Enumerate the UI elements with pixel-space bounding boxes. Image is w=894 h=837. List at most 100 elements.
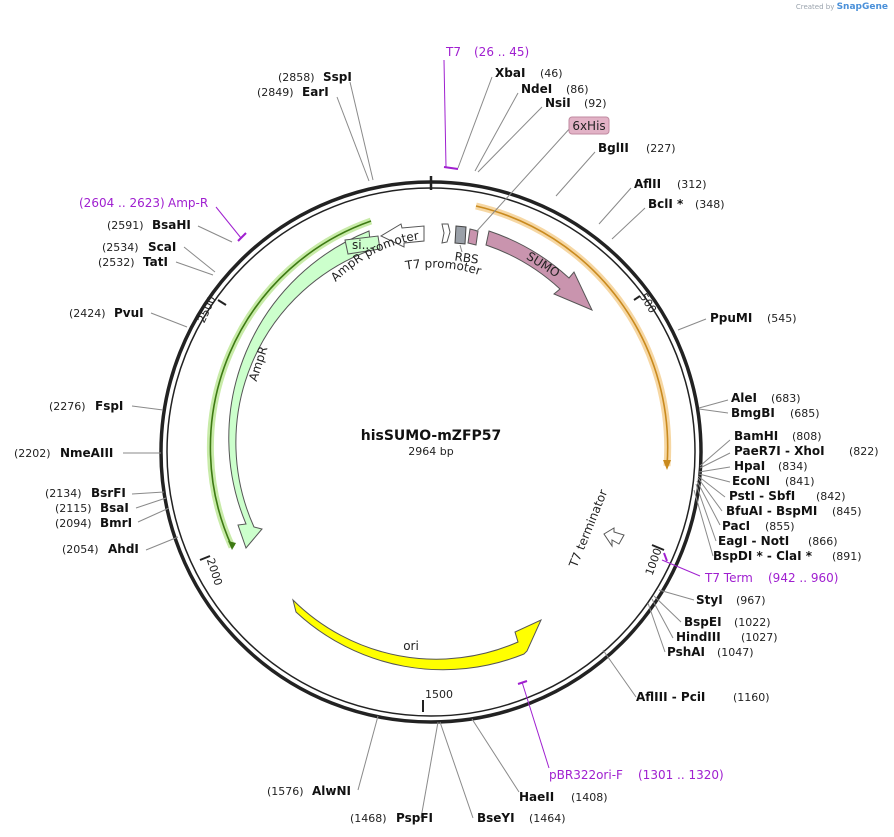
his-tag-feature[interactable] (467, 228, 479, 246)
enzyme-pos: (545) (767, 312, 797, 325)
enzyme-pos: (1468) (350, 812, 387, 825)
plasmid-name: hisSUMO-mZFP57 (361, 428, 502, 444)
tick-1000: 1000 (643, 546, 665, 577)
enzyme-name: NdeI (521, 82, 552, 96)
enzyme-pos: (822) (849, 445, 879, 458)
enzyme-name: BspEI (684, 615, 722, 629)
enzyme-pos: (845) (832, 505, 862, 518)
enzyme-name: AhdI (108, 542, 139, 556)
primer-t7-term-name: T7 Term (704, 571, 753, 585)
primer-t7-term-range: (942 .. 960) (768, 571, 838, 585)
rbs-label: RBS (454, 249, 480, 266)
enzyme-pos: (2424) (69, 307, 106, 320)
enzyme-pos: (2094) (55, 517, 92, 530)
primer-amp-r-name: Amp-R (168, 196, 208, 210)
enzyme-name: EcoNI (732, 474, 770, 488)
enzyme-pos: (2202) (14, 447, 51, 460)
enzyme-pos: (842) (816, 490, 846, 503)
primer-pbr322ori-f-range: (1301 .. 1320) (638, 768, 724, 782)
enzyme-name: BsaI (100, 501, 129, 515)
enzyme-pos: (2134) (45, 487, 82, 500)
primer-t7-term[interactable]: T7 Term (942 .. 960) (661, 552, 838, 585)
enzyme-name: EagI - NotI (718, 534, 789, 548)
enzyme-name: ScaI (148, 240, 176, 254)
ampr-promoter-feature[interactable] (379, 223, 425, 248)
enzyme-name: SspI (323, 70, 352, 84)
enzyme-labels: (2858) SspI (2849) EarI XbaI (46) NdeI (… (14, 66, 879, 825)
enzyme-pos: (1047) (717, 646, 754, 659)
brand-name: SnapGene (836, 2, 888, 12)
enzyme-name: PshAI (667, 645, 705, 659)
t7-promoter-feature[interactable] (441, 223, 451, 244)
enzyme-pos: (46) (540, 67, 563, 80)
sumo-orf-arrowhead (663, 460, 671, 470)
primer-pbr322ori-f[interactable]: pBR322ori-F (1301 .. 1320) (517, 680, 724, 782)
enzyme-pos: (1022) (734, 616, 771, 629)
plasmid-length: 2964 bp (408, 445, 453, 458)
t7-terminator-label: T7 terminator (566, 488, 610, 571)
enzyme-pos: (866) (808, 535, 838, 548)
enzyme-pos: (348) (695, 198, 725, 211)
enzyme-pos: (2849) (257, 86, 294, 99)
enzyme-name: NmeAIII (60, 446, 113, 460)
sumo-feature[interactable] (485, 230, 594, 311)
enzyme-pos: (808) (792, 430, 822, 443)
enzyme-pos: (86) (566, 83, 589, 96)
enzyme-name: BmgBI (731, 406, 775, 420)
enzyme-pos: (2276) (49, 400, 86, 413)
enzyme-name: AflIII - PciI (636, 690, 705, 704)
enzyme-name: AleI (731, 391, 757, 405)
enzyme-name: BfuAI - BspMI (726, 504, 817, 518)
enzyme-name: HpaI (734, 459, 765, 473)
rbs-leader (459, 244, 463, 253)
enzyme-pos: (2532) (98, 256, 135, 269)
enzyme-pos: (2858) (278, 71, 315, 84)
primer-t7[interactable]: T7 (26 .. 45) (443, 45, 529, 170)
ori-label: ori (403, 639, 419, 653)
tick-2000: 2000 (204, 557, 225, 588)
primer-pbr322ori-f-name: pBR322ori-F (549, 768, 623, 782)
t7-terminator-feature[interactable] (603, 527, 625, 548)
enzyme-name: PaeR7I - XhoI (734, 444, 825, 458)
primer-t7-name: T7 (445, 45, 461, 59)
enzyme-pos: (967) (736, 594, 766, 607)
enzyme-name: HindIII (676, 630, 721, 644)
enzyme-pos: (227) (646, 142, 676, 155)
enzyme-pos: (312) (677, 178, 707, 191)
enzyme-name: BmrI (100, 516, 132, 530)
enzyme-pos: (1027) (741, 631, 778, 644)
enzyme-name: TatI (143, 255, 168, 269)
tick-2500: 2500 (195, 294, 219, 325)
enzyme-name: PacI (722, 519, 750, 533)
enzyme-pos: (1576) (267, 785, 304, 798)
ampr-feature[interactable] (228, 230, 372, 549)
enzyme-name: EarI (302, 85, 329, 99)
rbs-feature[interactable] (454, 225, 467, 245)
enzyme-pos: (1408) (571, 791, 608, 804)
brand-created-by: Created by (795, 3, 835, 11)
enzyme-name: FspI (95, 399, 123, 413)
primer-amp-r-range: (2604 .. 2623) (79, 196, 165, 210)
signal-feature[interactable] (344, 235, 381, 255)
his-tag-box (568, 116, 610, 135)
enzyme-pos: (683) (771, 392, 801, 405)
ori-feature[interactable] (292, 598, 543, 671)
enzyme-name: BsaHI (152, 218, 191, 232)
tick-500: 500 (637, 291, 659, 316)
ampr-orf-arc (209, 220, 372, 548)
enzyme-name: NsiI (545, 96, 571, 110)
enzyme-name: PpuMI (710, 311, 752, 325)
primer-amp-r[interactable]: (2604 .. 2623) Amp-R (79, 196, 247, 242)
enzyme-pos: (685) (790, 407, 820, 420)
enzyme-pos: (1160) (733, 691, 770, 704)
tick-1500: 1500 (425, 688, 453, 701)
enzyme-pos: (841) (785, 475, 815, 488)
enzyme-pos: (2534) (102, 241, 139, 254)
snapgene-brand: Created by SnapGene (796, 2, 888, 12)
enzyme-pos: (855) (765, 520, 795, 533)
sumo-orf-arc (475, 205, 669, 467)
his-tag-label: 6xHis (572, 119, 605, 133)
enzyme-name: XbaI (495, 66, 525, 80)
enzyme-name: BsrFI (91, 486, 126, 500)
